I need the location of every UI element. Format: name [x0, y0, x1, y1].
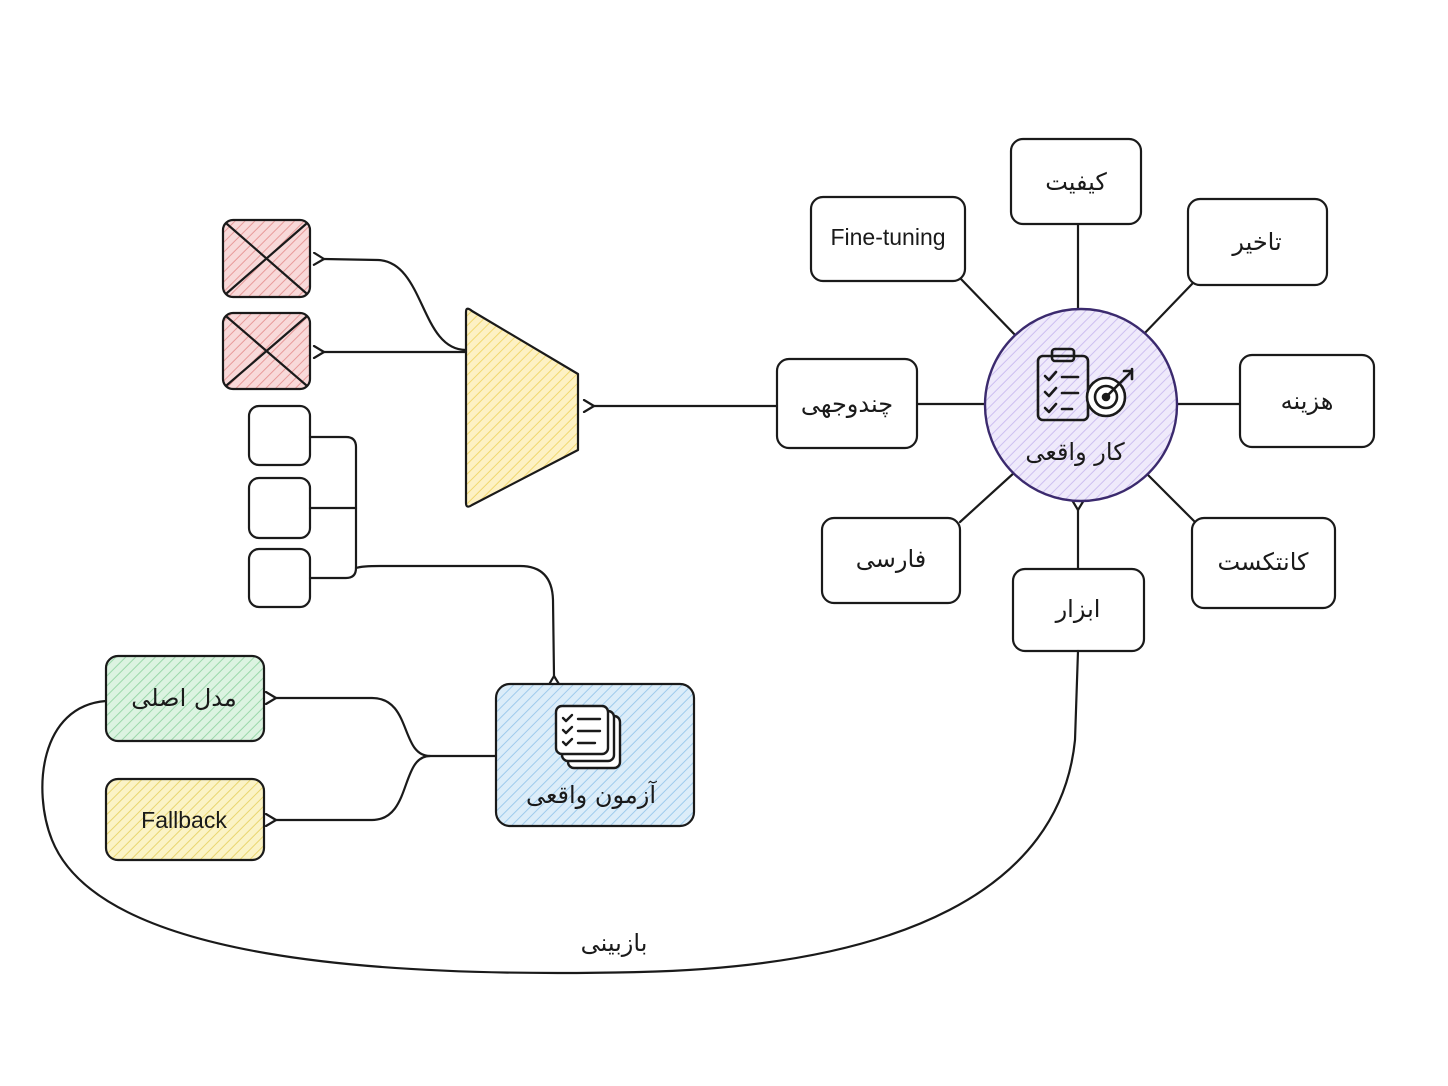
real-test-box[interactable]: آزمون واقعی [494, 682, 696, 828]
edge-latency [1140, 282, 1194, 338]
edge-finetuning [958, 276, 1019, 339]
spoke-context-label: کانتکست [1218, 548, 1309, 576]
real-test-label: آزمون واقعی [526, 780, 657, 809]
bracket-connector [308, 435, 554, 676]
spoke-cost[interactable]: هزینه [1238, 353, 1376, 449]
shortlisted-candidate[interactable] [247, 404, 312, 467]
fallback-box[interactable]: Fallback [104, 777, 266, 862]
spoke-quality-label: کیفیت [1045, 168, 1107, 196]
edge-funnel-reject-1 [324, 259, 468, 352]
spoke-connectors [915, 222, 1242, 570]
edge-persian [958, 470, 1017, 524]
shortlisted-candidate[interactable] [247, 476, 312, 540]
main-model-box[interactable]: مدل اصلی [104, 654, 266, 743]
edge-context [1143, 470, 1197, 524]
center-node[interactable]: کار واقعی [983, 307, 1179, 503]
rejected-candidate [221, 218, 312, 299]
rejected-candidate [221, 311, 312, 391]
clipboard-target-icon [1036, 347, 1134, 422]
spoke-multimodal-label: چندوجهی [801, 390, 893, 418]
spoke-context[interactable]: کانتکست [1190, 516, 1337, 610]
spoke-cost-label: هزینه [1281, 387, 1334, 415]
edge-test-main [276, 698, 498, 758]
review-label: بازبینی [581, 929, 648, 957]
center-label: کار واقعی [1025, 438, 1125, 466]
spoke-finetuning-label: Fine-tuning [830, 224, 945, 250]
review-loop-edge [41, 649, 1080, 975]
spoke-finetuning[interactable]: Fine-tuning [809, 195, 967, 283]
checklist-stack-icon [554, 704, 622, 770]
main-model-label: مدل اصلی [131, 684, 237, 712]
spoke-persian[interactable]: فارسی [820, 516, 962, 605]
shortlisted-candidate[interactable] [247, 547, 312, 609]
fallback-label: Fallback [141, 807, 227, 833]
spoke-quality[interactable]: کیفیت [1009, 137, 1143, 226]
spoke-tools-label: ابزار [1055, 595, 1101, 623]
spoke-tools[interactable]: ابزار [1011, 567, 1146, 653]
filter-funnel[interactable] [464, 307, 580, 508]
edge-test-fallback [276, 754, 432, 820]
spoke-latency-label: تاخیر [1231, 228, 1281, 256]
spoke-multimodal[interactable]: چندوجهی [775, 357, 919, 450]
spoke-persian-label: فارسی [856, 545, 927, 573]
spoke-latency[interactable]: تاخیر [1186, 197, 1329, 287]
